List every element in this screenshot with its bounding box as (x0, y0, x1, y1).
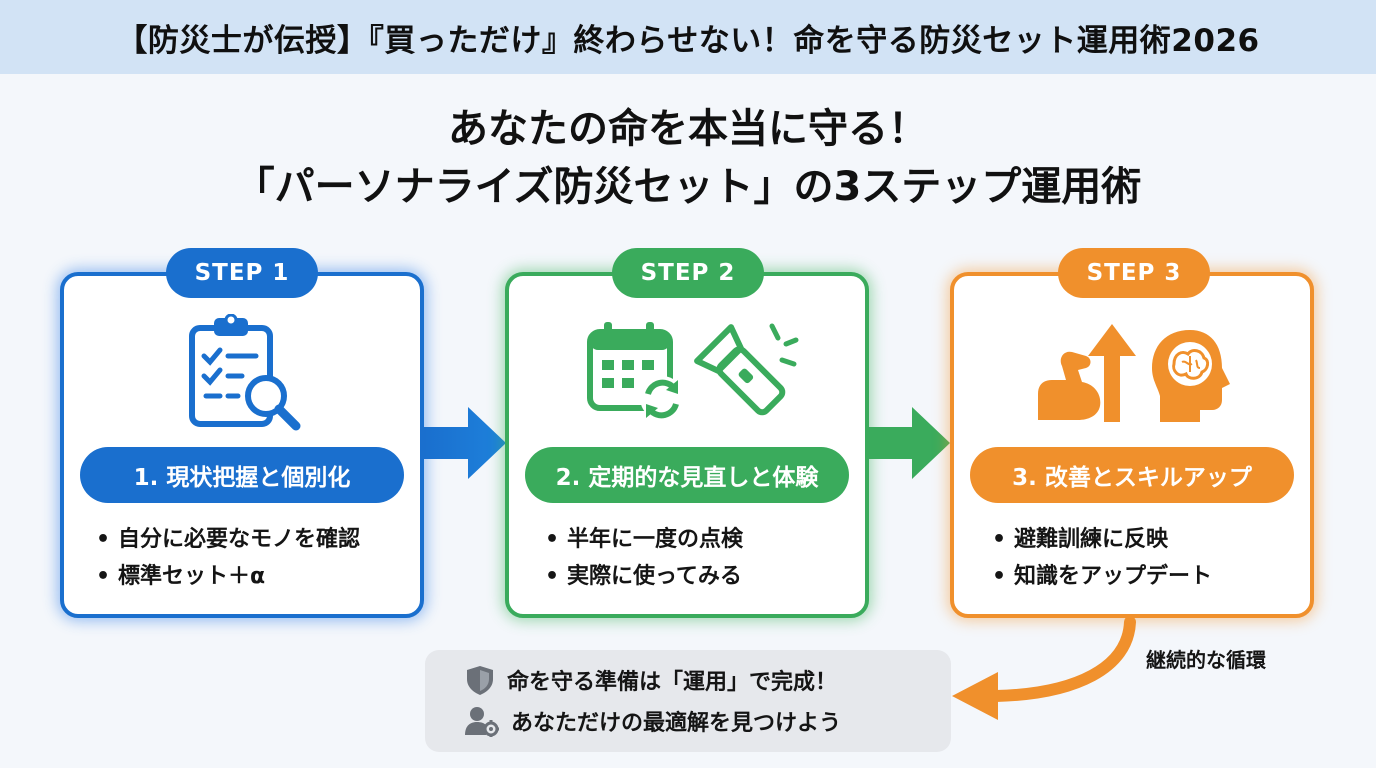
summary-line1-text: 命を守る準備は「運用」で完成！ (507, 670, 838, 695)
list-item: 実際に使ってみる (545, 558, 743, 595)
summary-line1: 命を守る準備は「運用」で完成！ (465, 664, 837, 696)
headline-line2: 「パーソナライズ防災セット」の3ステップ運用術 (234, 164, 1142, 210)
head-brain-icon (1152, 330, 1230, 422)
step3-title: 3. 改善とスキルアップ (970, 447, 1294, 503)
cycle-label: 継続的な循環 (1146, 648, 1266, 672)
magnifier-icon (245, 375, 301, 431)
shield-icon (467, 666, 493, 695)
list-item: 自分に必要なモノを確認 (96, 521, 360, 558)
clipboard-checklist-icon (189, 314, 273, 427)
step2-bullets: 半年に一度の点検 実際に使ってみる (545, 521, 743, 595)
step3-bullets: 避難訓練に反映 知識をアップデート (992, 521, 1212, 595)
step1-label: STEP 1 (166, 248, 318, 298)
calendar-refresh-icon (587, 322, 684, 420)
cycle-arrow-icon (952, 618, 1136, 720)
right-arrow-icon (424, 407, 506, 479)
headline-line1: あなたの命を本当に守る！ (448, 106, 928, 152)
right-arrow-icon (868, 407, 950, 479)
list-item: 標準セット＋α (96, 558, 360, 595)
up-arrow-icon (1088, 324, 1136, 422)
list-item: 知識をアップデート (992, 558, 1212, 595)
headline: あなたの命を本当に守る！ 「パーソナライズ防災セット」の3ステップ運用術 (0, 100, 1376, 216)
flexed-arm-icon (1038, 351, 1101, 420)
flashlight-icon (694, 323, 799, 416)
step3-label: STEP 3 (1058, 248, 1210, 298)
list-item: 避難訓練に反映 (992, 521, 1212, 558)
list-item: 半年に一度の点検 (545, 521, 743, 558)
step2-label: STEP 2 (612, 248, 764, 298)
summary-box: 命を守る準備は「運用」で完成！ あなただけの最適解を見つけよう (425, 650, 951, 752)
header-bar: 【防災士が伝授】『買っただけ』終わらせない！命を守る防災セット運用術2026 (0, 0, 1376, 74)
page-title: 【防災士が伝授】『買っただけ』終わらせない！命を守る防災セット運用術2026 (116, 22, 1260, 59)
summary-line2-text: あなただけの最適解を見つけよう (511, 711, 842, 736)
user-gear-icon (465, 707, 499, 737)
step2-title: 2. 定期的な見直しと体験 (525, 447, 849, 503)
summary-line2: あなただけの最適解を見つけよう (465, 705, 841, 737)
step1-title: 1. 現状把握と個別化 (80, 447, 404, 503)
step1-bullets: 自分に必要なモノを確認 標準セット＋α (96, 521, 360, 595)
